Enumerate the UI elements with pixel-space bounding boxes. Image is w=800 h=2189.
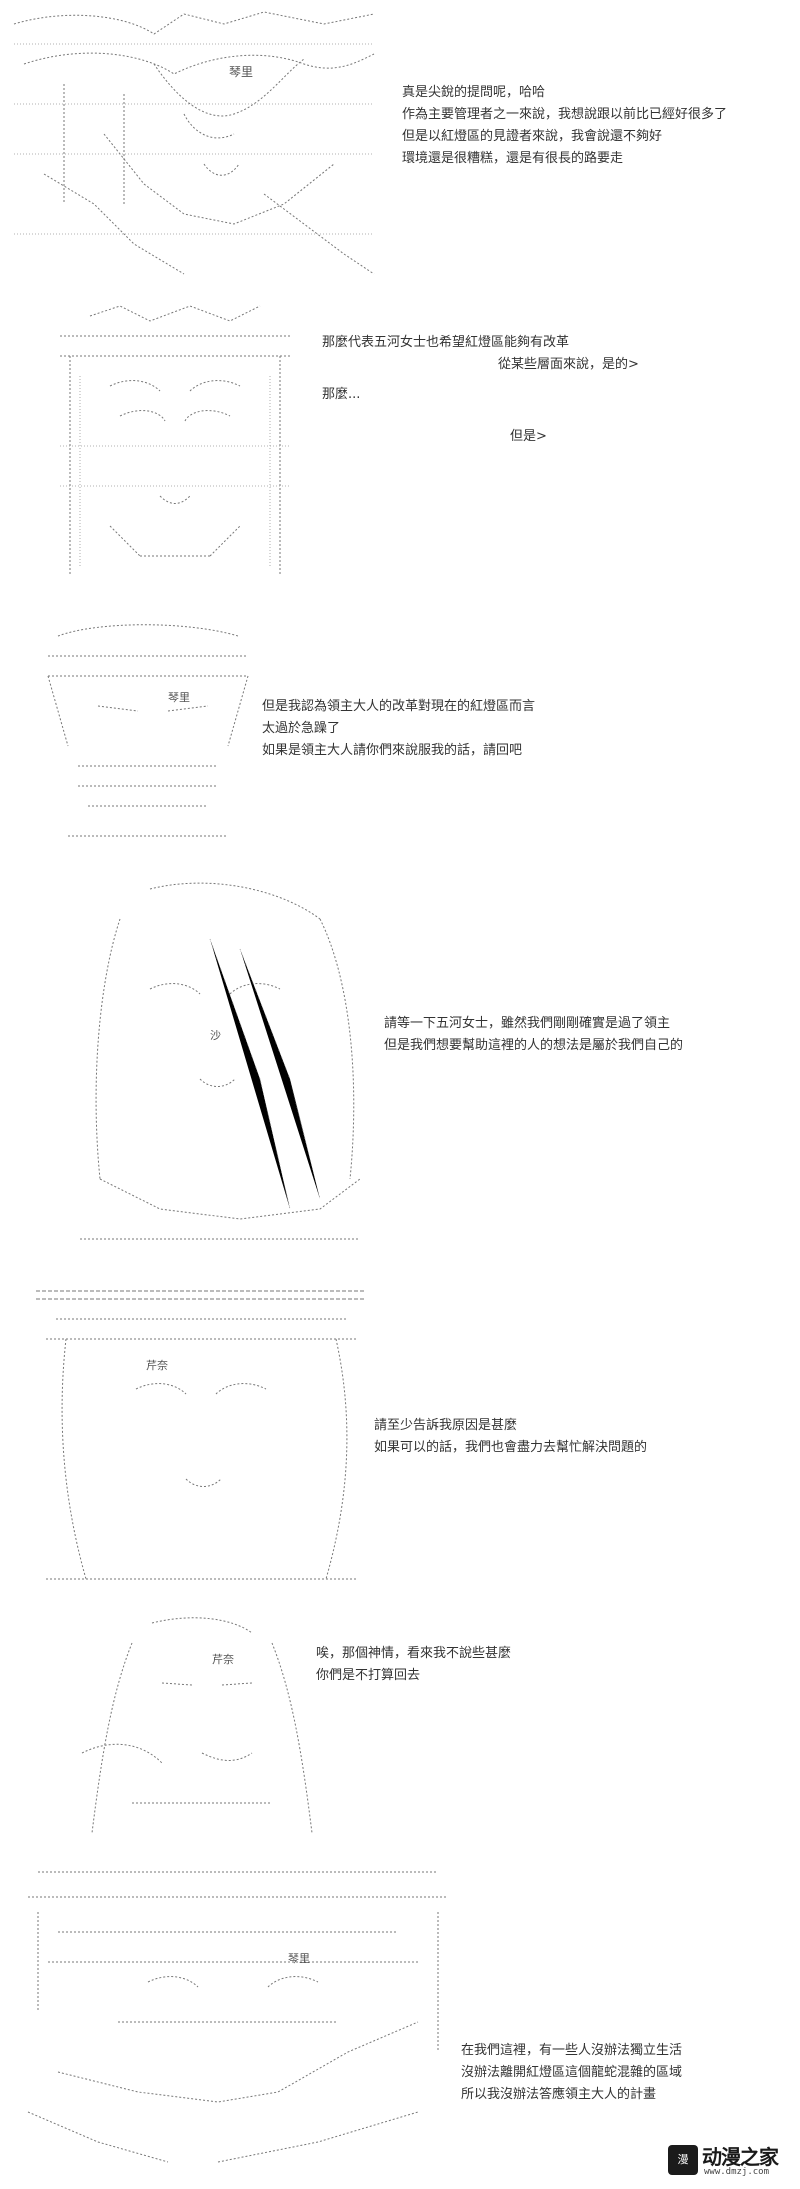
art-label-6: 芹奈 bbox=[212, 1652, 234, 1666]
dialog-4: 請等一下五河女士，雖然我們剛剛確實是過了領主 但是我們想要幫助這裡的人的想法是屬… bbox=[384, 1013, 683, 1057]
dialog-line: 唉，那個神情，看來我不說些甚麼 bbox=[316, 1646, 512, 1661]
dialog-2d: 但是> bbox=[510, 426, 547, 448]
watermark-logo-icon: 漫 bbox=[668, 2145, 698, 2175]
watermark-url: www.dmzj.com bbox=[704, 2167, 770, 2177]
dialog-line: 但是以紅燈區的見證者來說，我會說還不夠好 bbox=[402, 129, 663, 144]
art-label-4: 沙 bbox=[210, 1029, 221, 1042]
site-watermark: 漫 动漫之家 www.dmzj.com bbox=[668, 2139, 779, 2183]
dialog-line: 請至少告訴我原因是甚麼 bbox=[374, 1418, 518, 1433]
panel-1: 琴里 真是尖銳的提問呢，哈哈 作為主要管理者之一來說，我想說跟以前比已經好很多了… bbox=[0, 0, 800, 290]
dialog-line: 作為主要管理者之一來說，我想說跟以前比已經好很多了 bbox=[402, 107, 728, 122]
art-label-3: 琴里 bbox=[168, 691, 190, 704]
panel-4: 沙 請等一下五河女士，雖然我們剛剛確實是過了領主 但是我們想要幫助這裡的人的想法… bbox=[0, 875, 800, 1260]
dialog-line: 那麼代表五河女士也希望紅燈區能夠有改革 bbox=[322, 335, 570, 350]
dialog-line: 環境還是很糟糕，還是有很長的路要走 bbox=[402, 151, 624, 166]
dialog-line: 請等一下五河女士，雖然我們剛剛確實是過了領主 bbox=[384, 1016, 671, 1031]
character-art-4: 沙 bbox=[60, 879, 370, 1254]
dialog-line: 但是我們想要幫助這裡的人的想法是屬於我們自己的 bbox=[384, 1038, 684, 1053]
panel-7: 琴里 在我們這裡，有一些人沒辦法獨立生活 沒辦法離開紅燈區這個龍蛇混雜的區域 所… bbox=[0, 1848, 800, 2189]
panel-2: 那麼代表五河女士也希望紅燈區能夠有改革 從某些層面來說，是的> 那麼... 但是… bbox=[0, 290, 800, 590]
panel-5: 芹奈 請至少告訴我原因是甚麼 如果可以的話，我們也會盡力去幫忙解決問題的 bbox=[0, 1275, 800, 1600]
panel-3: 琴里 但是我認為領主大人的改革對現在的紅燈區而言 太過於急躁了 如果是領主大人請… bbox=[0, 612, 800, 852]
character-art-2 bbox=[50, 296, 300, 586]
watermark-title: 动漫之家 bbox=[702, 2145, 779, 2169]
art-label-1: 琴里 bbox=[229, 65, 253, 79]
dialog-line: 但是我認為領主大人的改革對現在的紅燈區而言 bbox=[262, 699, 536, 714]
dialog-6: 唉，那個神情，看來我不說些甚麼 你們是不打算回去 bbox=[316, 1643, 511, 1687]
dialog-line: 沒辦法離開紅燈區這個龍蛇混雜的區域 bbox=[461, 2065, 683, 2080]
art-label-7: 琴里 bbox=[288, 1952, 310, 1965]
dialog-3: 但是我認為領主大人的改革對現在的紅燈區而言 太過於急躁了 如果是領主大人請你們來… bbox=[262, 696, 535, 762]
character-art-5: 芹奈 bbox=[26, 1279, 376, 1597]
panel-6: 芹奈 唉，那個神情，看來我不說些甚麼 你們是不打算回去 bbox=[0, 1605, 800, 1840]
character-art-3: 琴里 bbox=[38, 616, 258, 856]
dialog-5: 請至少告訴我原因是甚麼 如果可以的話，我們也會盡力去幫忙解決問題的 bbox=[374, 1415, 647, 1459]
dialog-line: 如果可以的話，我們也會盡力去幫忙解決問題的 bbox=[374, 1440, 648, 1455]
dialog-2b: 從某些層面來說，是的> bbox=[498, 354, 639, 376]
character-art-1: 琴里 bbox=[4, 4, 384, 286]
dialog-2a: 那麼代表五河女士也希望紅燈區能夠有改革 bbox=[322, 332, 569, 354]
dialog-line: 那麼... bbox=[322, 387, 361, 402]
dialog-line: 從某些層面來說，是的> bbox=[498, 357, 639, 372]
art-label-5: 芹奈 bbox=[146, 1358, 168, 1372]
dialog-line: 如果是領主大人請你們來說服我的話，請回吧 bbox=[262, 743, 523, 758]
dialog-line: 但是> bbox=[510, 429, 547, 444]
dialog-line: 所以我沒辦法答應領主大人的計畫 bbox=[461, 2087, 657, 2102]
dialog-line: 太過於急躁了 bbox=[262, 721, 341, 736]
dialog-1: 真是尖銳的提問呢，哈哈 作為主要管理者之一來說，我想說跟以前比已經好很多了 但是… bbox=[402, 82, 727, 170]
dialog-7: 在我們這裡，有一些人沒辦法獨立生活 沒辦法離開紅燈區這個龍蛇混雜的區域 所以我沒… bbox=[461, 2040, 682, 2106]
dialog-line: 在我們這裡，有一些人沒辦法獨立生活 bbox=[461, 2043, 683, 2058]
character-art-7: 琴里 bbox=[18, 1852, 458, 2182]
dialog-2c: 那麼... bbox=[322, 384, 360, 406]
dialog-line: 你們是不打算回去 bbox=[316, 1668, 421, 1683]
character-art-6: 芹奈 bbox=[52, 1613, 332, 1838]
dialog-line: 真是尖銳的提問呢，哈哈 bbox=[402, 85, 546, 100]
